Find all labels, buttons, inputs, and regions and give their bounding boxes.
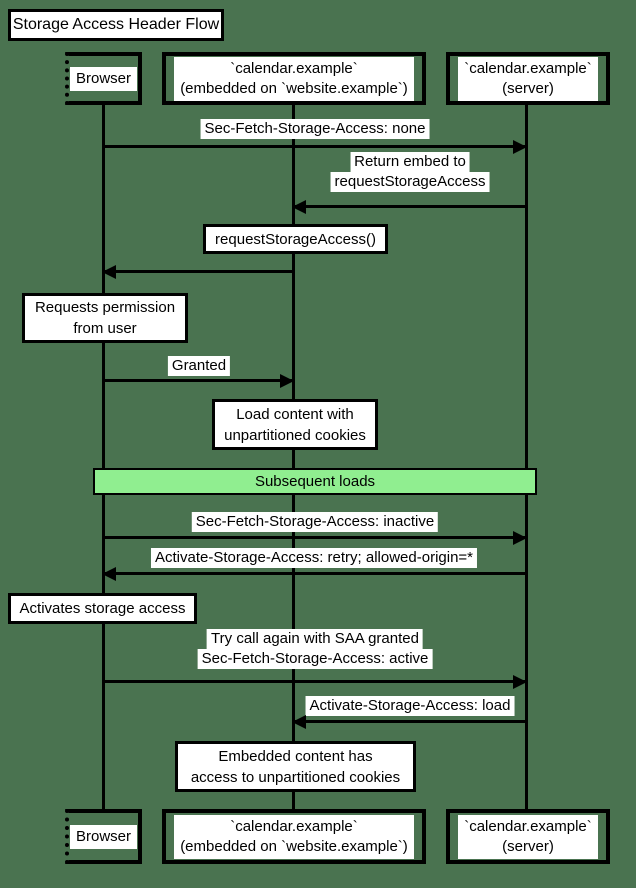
- diagram-title-box: Storage Access Header Flow: [8, 9, 224, 41]
- message-label: Try call again with SAA granted Sec-Fetc…: [197, 629, 433, 669]
- message-arrow-browser-to-embed: [104, 373, 294, 388]
- message-label: Activate-Storage-Access: retry; allowed-…: [150, 548, 478, 568]
- note-requests-permission: Requests permission from user: [22, 293, 188, 343]
- message-label: Sec-Fetch-Storage-Access: inactive: [191, 512, 439, 532]
- divider-subsequent-loads: Subsequent loads: [93, 468, 537, 495]
- message-arrow-server-to-browser: [102, 566, 525, 581]
- message-label: Sec-Fetch-Storage-Access: none: [200, 119, 430, 139]
- message-label: Activate-Storage-Access: load: [305, 696, 515, 716]
- message-arrow-browser-to-server: [104, 530, 527, 545]
- arrowhead-right-icon: [513, 674, 527, 689]
- arrowhead-right-icon: [513, 530, 527, 545]
- lifeline-embed: [292, 105, 295, 809]
- participant-browser-label: Browser: [75, 827, 131, 845]
- message-arrow-embed-to-browser: [102, 264, 292, 279]
- note-activates-storage-access: Activates storage access: [8, 593, 197, 624]
- participant-embed-bottom: `calendar.example` (embedded on `website…: [162, 809, 426, 864]
- message-arrow-server-to-embed: [292, 199, 525, 214]
- lifeline-browser: [102, 105, 105, 809]
- participant-browser-top: Browser: [65, 52, 142, 105]
- participant-server-label-line2: (server): [502, 79, 554, 97]
- arrowhead-right-icon: [280, 373, 294, 388]
- note-request-storage-access: requestStorageAccess(): [203, 224, 388, 254]
- participant-browser-label: Browser: [75, 69, 131, 87]
- participant-server-top: `calendar.example` (server): [446, 52, 610, 105]
- message-label: Return embed to requestStorageAccess: [330, 152, 490, 192]
- diagram-title: Storage Access Header Flow: [12, 16, 220, 33]
- participant-server-bottom: `calendar.example` (server): [446, 809, 610, 864]
- arrowhead-left-icon: [102, 264, 116, 279]
- arrowhead-left-icon: [292, 714, 306, 729]
- note-load-content: Load content with unpartitioned cookies: [212, 399, 378, 450]
- participant-embed-label-line2: (embedded on `website.example`): [180, 79, 408, 97]
- arrowhead-left-icon: [102, 566, 116, 581]
- participant-browser-bottom: Browser: [65, 809, 142, 864]
- participant-embed-label-line1: `calendar.example`: [230, 817, 358, 835]
- participant-server-label-line1: `calendar.example`: [464, 817, 592, 835]
- message-label: Granted: [167, 356, 231, 376]
- arrowhead-left-icon: [292, 199, 306, 214]
- participant-embed-top: `calendar.example` (embedded on `website…: [162, 52, 426, 105]
- message-arrow-browser-to-server: [104, 674, 527, 689]
- note-embedded-content: Embedded content has access to unpartiti…: [175, 741, 416, 792]
- arrowhead-right-icon: [513, 139, 527, 154]
- participant-server-label-line1: `calendar.example`: [464, 59, 592, 77]
- lifeline-server: [525, 105, 528, 809]
- message-arrow-browser-to-server: [104, 139, 527, 154]
- message-arrow-server-to-embed: [292, 714, 525, 729]
- participant-server-label-line2: (server): [502, 837, 554, 855]
- participant-embed-label-line1: `calendar.example`: [230, 59, 358, 77]
- participant-embed-label-line2: (embedded on `website.example`): [180, 837, 408, 855]
